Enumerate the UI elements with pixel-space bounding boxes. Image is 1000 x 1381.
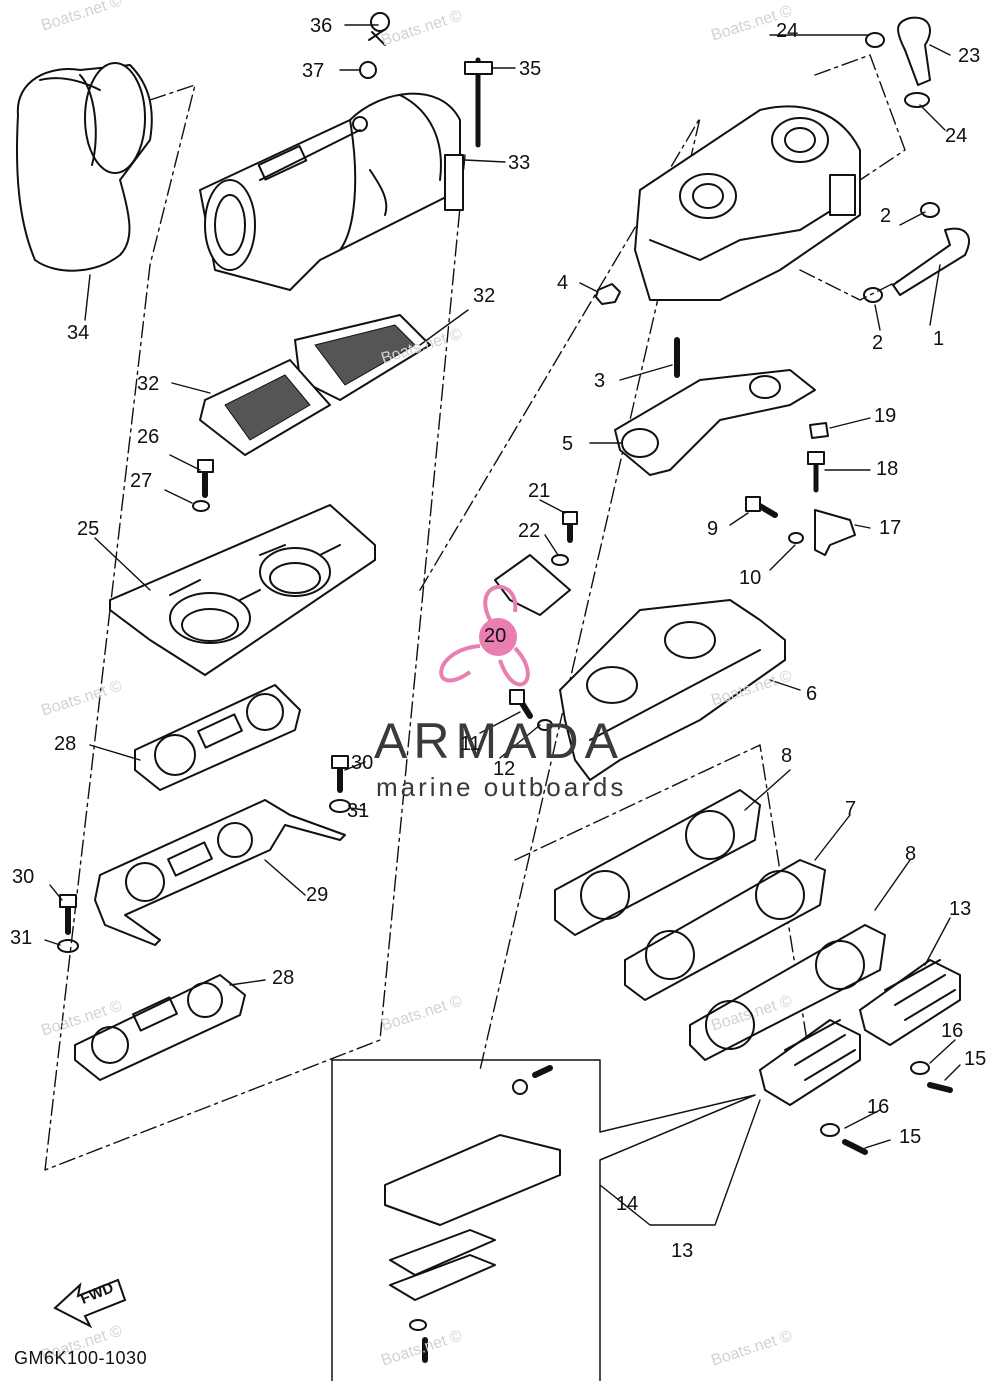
part-callout[interactable]: 24 (776, 20, 799, 42)
part-callout[interactable]: 4 (557, 272, 569, 294)
part-callout[interactable]: 20 (484, 625, 507, 647)
part-callout[interactable]: 13 (671, 1240, 694, 1262)
intake-base-25 (109, 504, 376, 676)
part-callout[interactable]: 28 (272, 967, 295, 989)
part-callout[interactable]: 30 (351, 752, 374, 774)
reed-valve-13-upper (859, 959, 961, 1046)
brand-watermark: ARMADA marine outboards (374, 712, 664, 822)
part-callout[interactable]: 12 (493, 758, 516, 780)
part-callout[interactable]: 31 (347, 800, 370, 822)
part-callout[interactable]: 7 (845, 798, 857, 820)
intake-duct-34 (15, 62, 153, 272)
part-callout[interactable]: 10 (739, 567, 762, 589)
part-callout[interactable]: 34 (67, 322, 90, 344)
part-callout[interactable]: 33 (508, 152, 531, 174)
part-callout[interactable]: 36 (310, 15, 333, 37)
part-callout[interactable]: 3 (594, 370, 606, 392)
reed-valve-13-lower (759, 1019, 861, 1106)
diagram-code: GM6K100-1030 (14, 1348, 148, 1368)
part-callout[interactable]: 17 (879, 517, 902, 539)
part-callout[interactable]: 5 (562, 433, 574, 455)
part-callout[interactable]: 6 (806, 683, 818, 705)
adapter-plate-29 (94, 799, 346, 946)
part-callout[interactable]: 23 (958, 45, 981, 67)
flame-arrestor-32 (199, 314, 431, 456)
part-callout[interactable]: 19 (874, 405, 897, 427)
part-callout[interactable]: 2 (880, 205, 892, 227)
gasket-8-lower (689, 924, 886, 1061)
part-callout[interactable]: 8 (781, 745, 793, 767)
part-callout[interactable]: 8 (905, 843, 917, 865)
part-callout[interactable]: 11 (460, 733, 481, 755)
part-callout[interactable]: 13 (949, 898, 972, 920)
intake-manifold-6 (559, 599, 786, 781)
part-callout[interactable]: 14 (616, 1193, 639, 1215)
part-callout[interactable]: 27 (130, 470, 153, 492)
part-callout[interactable]: 16 (867, 1096, 890, 1118)
part-callout[interactable]: 1 (933, 328, 945, 350)
part-callout[interactable]: 24 (945, 125, 968, 147)
reed-gasket-7 (624, 859, 826, 1001)
part-callout[interactable]: 16 (941, 1020, 964, 1042)
part-callout[interactable]: 15 (964, 1048, 987, 1070)
part-callout[interactable]: 21 (528, 480, 551, 502)
part-callout[interactable]: 37 (302, 60, 325, 82)
gasket-28-upper (134, 684, 301, 791)
part-callout[interactable]: 31 (10, 927, 33, 949)
gasket-28-lower (74, 974, 246, 1081)
part-callout[interactable]: 22 (518, 520, 541, 542)
part-callout[interactable]: 2 (872, 332, 884, 354)
part-callout[interactable]: 25 (77, 518, 100, 540)
part-callout[interactable]: 26 (137, 426, 160, 448)
part-callout[interactable]: 30 (12, 866, 35, 888)
part-callout[interactable]: 28 (54, 733, 77, 755)
brand-propeller-logo (439, 585, 530, 687)
part-callout[interactable]: 29 (306, 884, 329, 906)
gasket-8-upper (554, 789, 761, 936)
fwd-arrow-icon (53, 1278, 127, 1329)
part-callout[interactable]: 35 (519, 58, 542, 80)
part-callout[interactable]: 32 (137, 373, 160, 395)
part-callout[interactable]: 32 (473, 285, 496, 307)
carburetor-assembly (634, 105, 861, 301)
brand-tagline: marine outboards (376, 772, 627, 802)
brand-name: ARMADA (374, 713, 624, 769)
silencer-box-33 (199, 92, 464, 291)
part-callout[interactable]: 18 (876, 458, 899, 480)
part-callout[interactable]: 9 (707, 518, 719, 540)
part-callout[interactable]: 15 (899, 1126, 922, 1148)
reed-valve-exploded-14 (384, 1065, 561, 1363)
